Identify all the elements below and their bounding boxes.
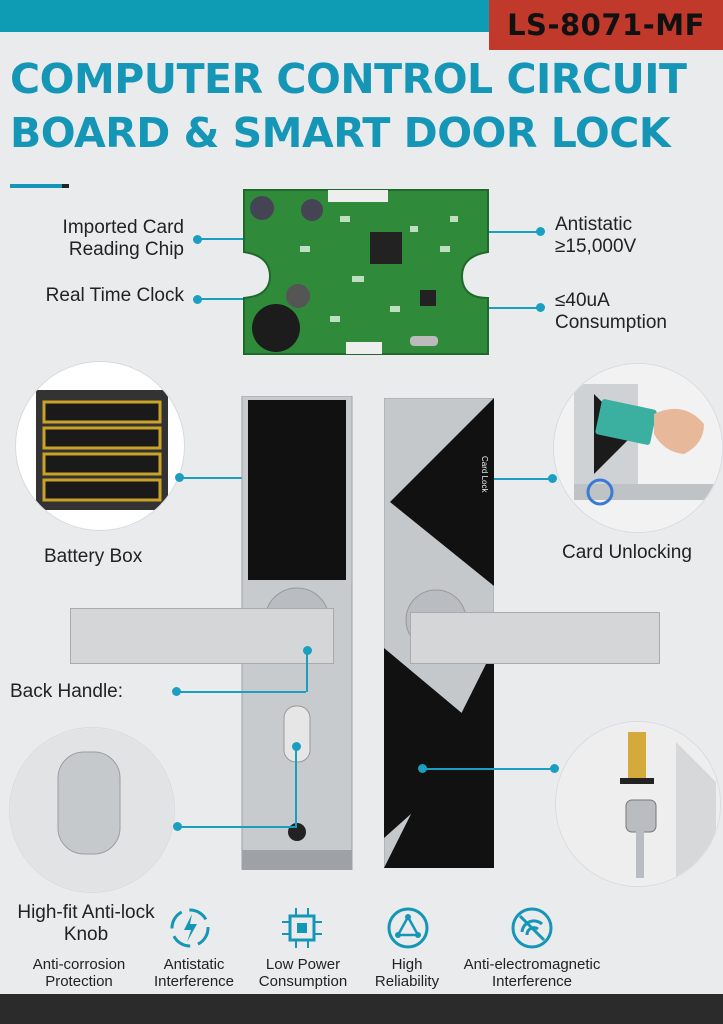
label-consumption: ≤40uA Consumption — [555, 290, 667, 333]
label-knob: High-fit Anti-lock Knob — [17, 902, 155, 945]
bottom-bar — [0, 994, 723, 1024]
back-handle — [410, 612, 660, 664]
callout-dot — [418, 764, 427, 773]
callout-line — [444, 231, 540, 233]
callout-line — [179, 826, 295, 828]
label-back-handle: Back Handle: — [10, 681, 124, 702]
feature-anti-electromagnetic: Anti-electromagnetic Interference — [463, 956, 601, 990]
signal-slash-icon — [511, 907, 553, 949]
lock-panel-text: Card Lock — [480, 456, 489, 493]
callout-line — [306, 650, 308, 692]
antistatic-icon — [170, 908, 210, 948]
callout-dot — [193, 295, 202, 304]
callout-dot — [175, 473, 184, 482]
callout-dot — [303, 646, 312, 655]
callout-dot — [173, 822, 182, 831]
callout-dot — [536, 227, 545, 236]
knob-image — [10, 728, 174, 892]
feature-anti-corrosion: Anti-corrosion Protection — [32, 956, 126, 990]
callout-dot — [550, 764, 559, 773]
callout-dot — [536, 303, 545, 312]
circuit-board-image — [243, 189, 489, 355]
triangle-network-icon — [387, 907, 429, 949]
feature-low-power: Low Power Consumption — [258, 956, 348, 990]
label-antistatic: Antistatic ≥15,000V — [555, 214, 637, 257]
callout-line — [178, 691, 306, 693]
callout-dot — [292, 742, 301, 751]
feature-high-reliability: High Reliability — [374, 956, 440, 990]
callout-dot — [172, 687, 181, 696]
model-badge: LS-8071-MF — [489, 0, 723, 50]
callout-dot — [548, 474, 557, 483]
chip-icon — [282, 908, 322, 948]
battery-box-image — [16, 362, 184, 530]
page-title: COMPUTER CONTROL CIRCUIT BOARD & SMART D… — [10, 55, 687, 157]
label-card-reading-chip: Imported Card Reading Chip — [62, 217, 184, 260]
callout-line — [424, 768, 552, 770]
label-card-unlocking: Card Unlocking — [562, 542, 692, 563]
callout-line — [295, 746, 297, 828]
mechanical-key-image — [556, 722, 720, 886]
label-battery-box: Battery Box — [44, 546, 143, 567]
front-handle — [70, 608, 334, 664]
title-underline — [10, 184, 62, 188]
title-underline-dot — [62, 184, 69, 188]
label-real-time-clock: Real Time Clock — [45, 285, 184, 306]
card-unlocking-image — [554, 364, 722, 532]
callout-dot — [193, 235, 202, 244]
feature-antistatic: Antistatic Interference — [153, 956, 235, 990]
